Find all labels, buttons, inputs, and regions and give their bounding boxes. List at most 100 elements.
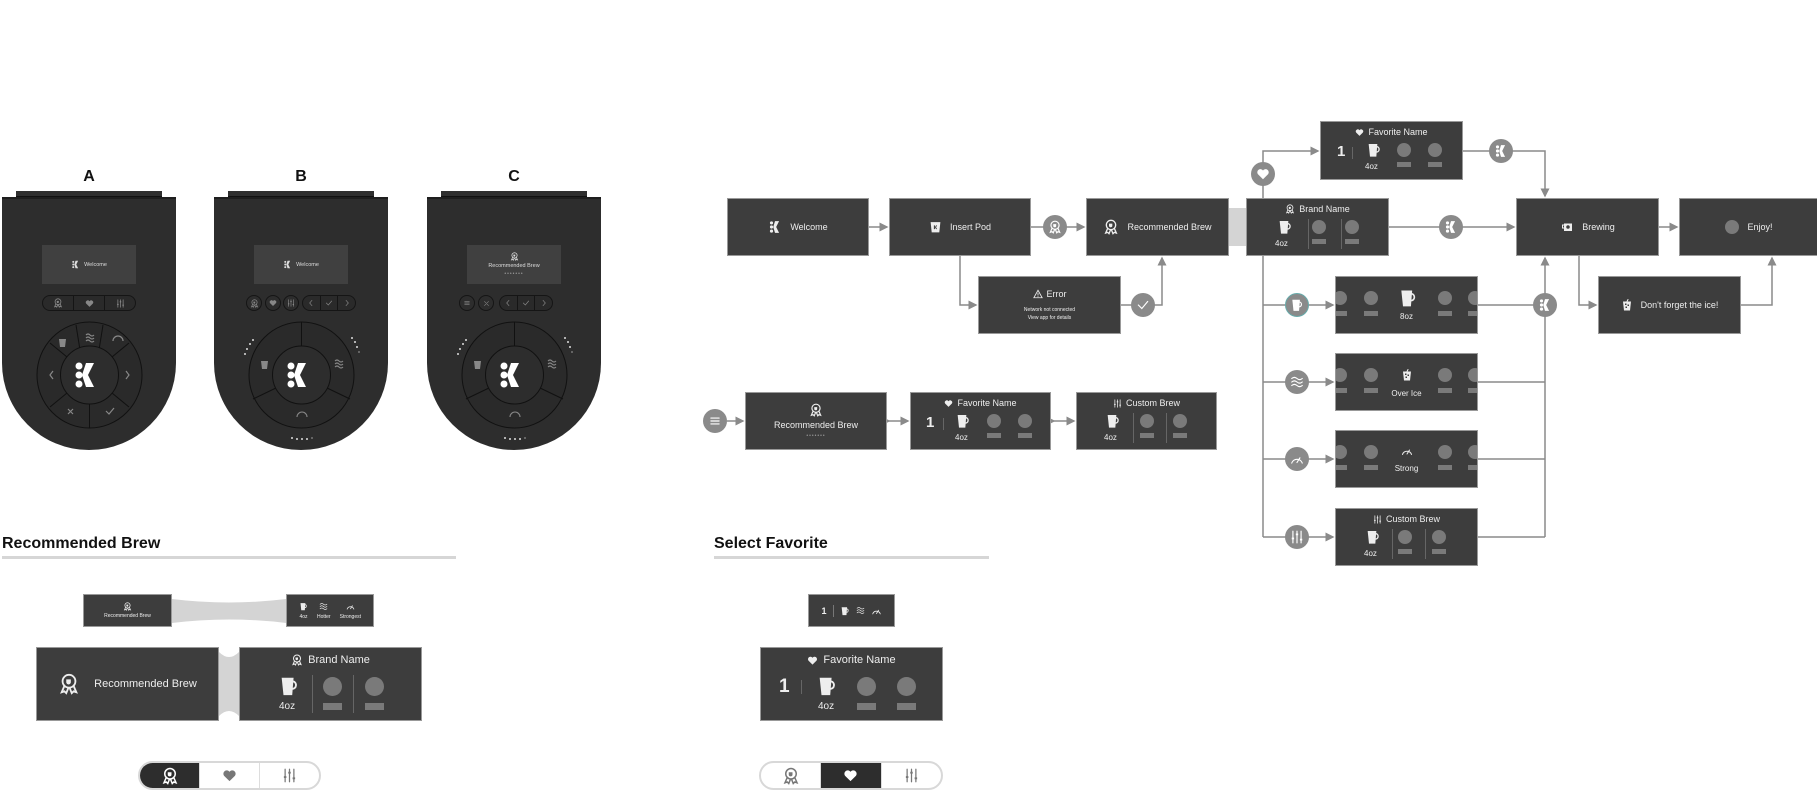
heart-icon bbox=[1355, 128, 1364, 137]
custom-button[interactable] bbox=[105, 296, 135, 310]
screen-label: Recommended Brew bbox=[773, 420, 859, 430]
confirm-button[interactable] bbox=[518, 296, 536, 310]
placeholder-dot bbox=[1364, 291, 1378, 305]
chevron-right-icon bbox=[343, 299, 351, 307]
control-dial[interactable] bbox=[457, 321, 573, 440]
cup-icon bbox=[1365, 529, 1381, 545]
size-branch-icon bbox=[1285, 293, 1309, 317]
section-divider bbox=[2, 556, 456, 559]
waves-icon bbox=[856, 606, 865, 615]
cup-icon bbox=[816, 675, 838, 697]
strong-option-screen: Strong bbox=[1335, 430, 1478, 488]
cup-icon bbox=[1105, 413, 1121, 429]
option-label: Strong bbox=[1394, 464, 1419, 473]
screen-label: Don't forget the ice! bbox=[1640, 300, 1719, 310]
cup-icon bbox=[1277, 219, 1293, 235]
option-label: Over Ice bbox=[1391, 389, 1422, 398]
mode-custom-tab[interactable] bbox=[260, 763, 319, 788]
control-dial[interactable] bbox=[244, 321, 360, 440]
placeholder-bar bbox=[897, 703, 916, 710]
divider bbox=[1392, 529, 1393, 559]
placeholder-dot bbox=[1398, 530, 1412, 544]
brew-button-step bbox=[1533, 293, 1557, 317]
placeholder-bar bbox=[1364, 465, 1378, 470]
prev-button[interactable] bbox=[303, 296, 321, 310]
small-recommended-screen: Recommended Brew bbox=[83, 594, 172, 627]
favorite-button[interactable] bbox=[74, 296, 105, 310]
custom-brew-title: Custom Brew bbox=[1125, 398, 1180, 408]
screen-label: Welcome bbox=[790, 222, 828, 232]
section-title-recommended: Recommended Brew bbox=[2, 535, 161, 552]
cup-icon bbox=[840, 606, 850, 616]
device-top bbox=[228, 191, 374, 197]
close-icon bbox=[483, 300, 490, 307]
placeholder-bar bbox=[1438, 388, 1452, 393]
brewing-screen: Brewing bbox=[1516, 198, 1659, 256]
next-button[interactable] bbox=[535, 296, 552, 310]
divider bbox=[312, 675, 313, 713]
menu-recommended-screen: Recommended Brew ••••••• bbox=[745, 392, 887, 450]
placeholder-bar bbox=[365, 703, 384, 710]
recommended-button[interactable] bbox=[43, 296, 74, 310]
control-dial[interactable] bbox=[36, 321, 143, 429]
strength-branch-icon bbox=[1285, 447, 1309, 471]
confirm-button[interactable] bbox=[321, 296, 339, 310]
placeholder-dot bbox=[1725, 220, 1740, 234]
placeholder-bar bbox=[1468, 388, 1477, 393]
mode-favorite-tab[interactable] bbox=[821, 763, 882, 788]
size-label: 4oz bbox=[1365, 162, 1378, 171]
divider bbox=[1308, 219, 1309, 249]
placeholder-bar bbox=[1438, 465, 1452, 470]
custom-brew-screen: Custom Brew 4oz bbox=[1335, 508, 1478, 566]
placeholder-bar bbox=[1336, 388, 1347, 393]
next-button[interactable] bbox=[338, 296, 355, 310]
error-screen: Error Network not connected View app for… bbox=[978, 276, 1121, 334]
strength-label: Strongest bbox=[339, 613, 362, 620]
favorite-name: Favorite Name bbox=[823, 654, 896, 666]
menu-icon bbox=[463, 299, 471, 307]
nav-button-group bbox=[499, 295, 553, 311]
recommended-button[interactable] bbox=[246, 295, 262, 311]
divider bbox=[1352, 147, 1353, 159]
menu-button[interactable] bbox=[459, 295, 475, 311]
recommended-brew-screen: Recommended Brew bbox=[1086, 198, 1229, 256]
iced-drink-icon bbox=[1621, 297, 1633, 313]
cancel-button[interactable] bbox=[478, 295, 494, 311]
placeholder-bar bbox=[1140, 433, 1154, 438]
prev-button[interactable] bbox=[500, 296, 518, 310]
mode-favorite-tab[interactable] bbox=[200, 763, 260, 788]
k-logo-icon bbox=[1494, 144, 1508, 158]
mode-recommended-tab[interactable] bbox=[761, 763, 822, 788]
chevron-left-icon bbox=[504, 299, 512, 307]
size-label: 4oz bbox=[1275, 239, 1288, 248]
device-top bbox=[441, 191, 587, 197]
placeholder-dot bbox=[1438, 445, 1452, 459]
sliders-icon bbox=[116, 298, 125, 308]
cup-icon bbox=[1398, 288, 1418, 308]
brand-name: Brand Name bbox=[308, 654, 370, 666]
insert-pod-screen: Insert Pod bbox=[889, 198, 1031, 256]
heart-icon bbox=[944, 399, 953, 408]
waves-icon bbox=[319, 602, 328, 611]
k-logo-icon bbox=[1538, 298, 1552, 312]
favorite-button[interactable] bbox=[265, 295, 281, 311]
badge-icon bbox=[291, 654, 303, 666]
device-b-label: B bbox=[295, 168, 307, 185]
placeholder-dot bbox=[897, 677, 916, 696]
cup-icon bbox=[278, 675, 300, 697]
favorite-number: 1 bbox=[1337, 143, 1346, 160]
placeholder-dot bbox=[1140, 414, 1154, 428]
divider bbox=[832, 604, 834, 617]
k-logo-icon bbox=[1444, 220, 1458, 234]
mode-recommended-tab[interactable] bbox=[140, 763, 200, 788]
small-favorite-screen: 1 bbox=[808, 594, 895, 627]
favorite-number: 1 bbox=[779, 676, 790, 697]
mode-custom-tab[interactable] bbox=[882, 763, 941, 788]
placeholder-bar bbox=[987, 433, 1001, 438]
custom-button[interactable] bbox=[283, 295, 299, 311]
heart-icon bbox=[85, 299, 94, 308]
device-a: Welcome bbox=[2, 191, 176, 450]
size-label: 4oz bbox=[955, 433, 968, 442]
custom-branch-icon bbox=[1285, 525, 1309, 549]
transition-bridge bbox=[172, 599, 286, 623]
